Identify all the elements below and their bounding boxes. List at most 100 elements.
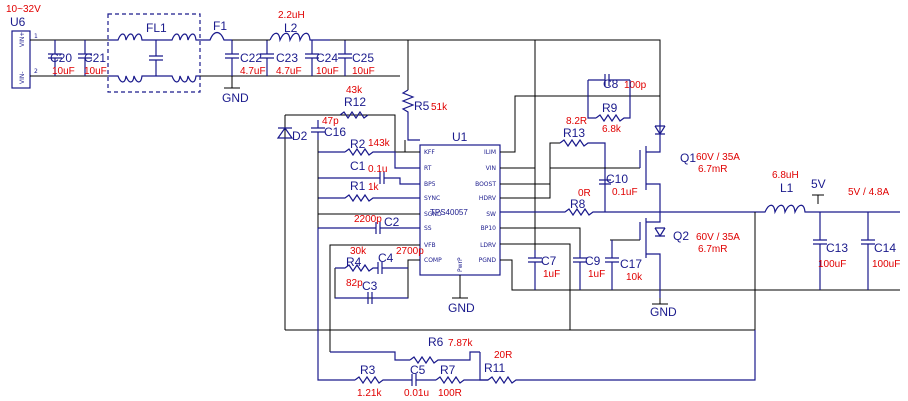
c24-value: 10uF — [316, 66, 339, 77]
r4-c4-series — [335, 262, 408, 274]
u1-pin-comp: COMP — [424, 257, 442, 264]
pgnd-rail — [500, 259, 900, 291]
c8-symbol — [588, 74, 630, 86]
r9-ref: R9 — [602, 101, 618, 115]
r3-resistor — [317, 228, 395, 385]
wire-boost — [500, 142, 560, 185]
c25-symbol — [338, 40, 352, 76]
r11-ref: R11 — [484, 361, 505, 375]
c24-ref: C24 — [316, 51, 338, 65]
c5-symbol — [395, 374, 436, 386]
c9-ref: C9 — [585, 254, 601, 268]
c4-ref: C4 — [378, 251, 394, 265]
c16-value: 47p — [322, 116, 339, 127]
c3-ref: C3 — [362, 279, 378, 293]
u6-vin-pos-pin: VIN+ — [19, 32, 26, 47]
r12-resistor — [339, 110, 369, 120]
l2-ref: L2 — [284, 21, 298, 35]
u1-pin-ilim: ILIM — [484, 149, 496, 156]
q1-rds: 6.7mR — [698, 164, 727, 175]
c7-value: 1uF — [543, 269, 560, 280]
q1-mosfet — [639, 120, 661, 212]
u1-pin-bp5: BP5 — [424, 181, 436, 188]
f1-label: F1 — [213, 19, 227, 33]
c22-value: 4.7uF — [240, 66, 266, 77]
c2-value: 2200p — [354, 214, 382, 225]
r4-value: 30k — [350, 246, 367, 257]
u1-pin-sw: SW — [486, 211, 496, 218]
c13-value: 100uF — [818, 259, 846, 270]
wire-vfb — [329, 244, 420, 352]
l1-inductor — [660, 204, 900, 215]
gnd-symbol-input — [224, 76, 240, 89]
r4-ref: R4 — [346, 255, 362, 269]
c3-symbol — [335, 292, 408, 304]
c2-symbol — [318, 222, 420, 234]
c23-value: 4.7uF — [276, 66, 302, 77]
r12-ref: R12 — [344, 95, 366, 109]
r1-value: 1k — [368, 182, 380, 193]
c25-value: 10uF — [352, 66, 375, 77]
r13-ref: R13 — [563, 126, 585, 140]
l2-value: 2.2uH — [278, 10, 305, 21]
r3-ref: R3 — [360, 363, 376, 377]
output-spec: 5V / 4.8A — [848, 187, 889, 198]
c17-symbol — [605, 240, 619, 290]
r11-value: 20R — [494, 350, 512, 361]
r3-value: 1.21k — [357, 388, 382, 399]
fl1-label: FL1 — [146, 21, 167, 35]
u1-pin-ldrv: LDRV — [480, 242, 497, 249]
fl1-top-choke — [108, 33, 200, 41]
d2-ref: D2 — [292, 129, 308, 143]
r9-resistor — [587, 80, 631, 123]
d2-diode — [276, 126, 294, 139]
r2-ref: R2 — [350, 137, 366, 151]
q2-ref: Q2 — [673, 229, 689, 243]
c13-symbol — [813, 212, 827, 290]
out-net-label: 5V — [811, 177, 826, 191]
wire-d2 — [284, 114, 330, 330]
r6-ref: R6 — [428, 335, 444, 349]
c23-symbol — [260, 40, 274, 76]
r2-value: 143k — [368, 138, 391, 149]
r5-ref: R5 — [414, 99, 430, 113]
q2-mosfet — [639, 212, 661, 298]
c21-symbol — [78, 40, 92, 76]
c2-ref: C2 — [384, 215, 400, 229]
r6-value: 7.87k — [448, 338, 473, 349]
c7-ref: C7 — [541, 254, 557, 268]
vin-bus — [330, 39, 661, 120]
r13-resistor — [559, 138, 606, 212]
c10-value: 0.1uF — [612, 187, 638, 198]
u6-connector-body — [11, 30, 31, 89]
gnd-symbol-q2 — [652, 298, 668, 305]
wire-r12-kff — [370, 114, 420, 153]
wire-ldrv — [285, 243, 571, 331]
u1-pin-pwrp: PwrP — [457, 257, 464, 272]
u6-pin1: 1 — [34, 33, 38, 40]
c1-value: 0.1u — [368, 164, 387, 175]
u1-pin-boost: BOOST — [475, 181, 496, 188]
u6-pin2: 2 — [34, 68, 38, 75]
c9-symbol — [573, 250, 587, 290]
l2-inductor — [269, 32, 330, 43]
c1-ref: C1 — [350, 159, 366, 173]
u1-part-number: TPS40057 — [430, 208, 468, 217]
gnd-label-u1: GND — [448, 301, 475, 315]
r8-value: 0R — [578, 188, 591, 199]
u1-pin-hdrv: HDRV — [479, 195, 497, 202]
c8-value: 100p — [624, 80, 647, 91]
r9-value: 6.8k — [602, 124, 622, 135]
c16-ref: C16 — [324, 125, 346, 139]
c25-ref: C25 — [352, 51, 374, 65]
net-5v-flag — [812, 194, 824, 204]
l1-ref: L1 — [780, 181, 794, 195]
l1-value: 6.8uH — [772, 170, 799, 181]
q2-rating: 60V / 35A — [696, 232, 740, 243]
c16-symbol — [311, 120, 325, 140]
wire-fb-sense — [540, 212, 756, 331]
c9-value: 1uF — [588, 269, 605, 280]
c20-value: 10uF — [52, 66, 75, 77]
